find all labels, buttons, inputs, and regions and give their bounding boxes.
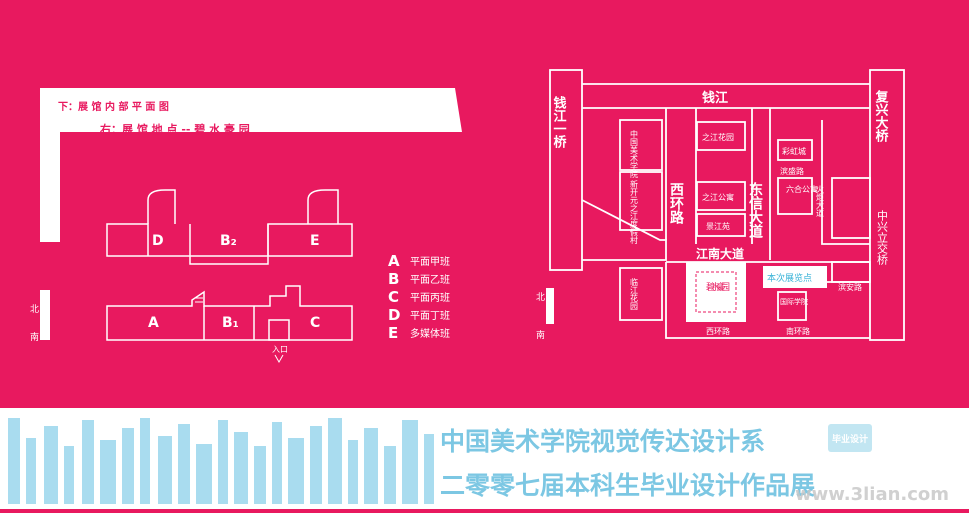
room-A: A [148, 315, 159, 331]
room-D: D [152, 233, 164, 249]
block-caa: 中国美术学院 [630, 129, 639, 179]
block-xinkaiyuan: 新开元之江度假村 [630, 179, 639, 244]
floorplan-upper [106, 189, 353, 265]
entrance-arrow-icon [274, 354, 284, 364]
bottom-banner: 中国美术学院视觉传达设计系 二零零七届本科生毕业设计作品展 毕业设计 www.3… [0, 408, 969, 509]
road-nanhuan: 南环路 [786, 326, 810, 336]
block-zhijiang-apt: 之江公寓 [702, 192, 734, 202]
svg-text:平面乙班: 平面乙班 [410, 274, 450, 286]
floorplan-south: 南 [30, 331, 39, 343]
block-jingjiang: 景江苑 [706, 221, 730, 231]
road-binan: 滨安路 [838, 282, 862, 292]
exhibit-tag: 本次展览点 [767, 272, 812, 284]
block-linjiang: 临江花园 [630, 277, 639, 311]
road-huoju: 火炬大道 [816, 185, 825, 218]
room-B2: B₂ [220, 233, 237, 249]
bridge-fuxing: 复兴大桥 [873, 89, 890, 143]
road-binsheng: 滨盛路 [780, 166, 804, 176]
banner-title-1: 中国美术学院视觉传达设计系 [440, 427, 765, 456]
caption-band: 下：展 馆 内 部 平 面 图 右：展 馆 地 点 -- 碧 水 豪 园 [40, 88, 462, 242]
svg-text:平面丙班: 平面丙班 [410, 292, 450, 304]
badge-text: 毕业设计 [832, 433, 868, 445]
entrance-label: 入口 [272, 345, 288, 354]
svg-text:B: B [388, 270, 399, 288]
map-south: 南 [536, 329, 545, 341]
legend-item-c: C 平面丙班 [388, 288, 450, 306]
caption-line-2: 右：展 馆 地 点 -- 碧 水 豪 园 [99, 122, 250, 136]
bridge-zhongxing: 中兴立交桥 [876, 210, 889, 266]
decorative-stripes [8, 418, 434, 504]
graduation-badge-icon [828, 424, 872, 452]
legend-item-b: B 平面乙班 [388, 270, 450, 288]
floorplan-lower [106, 285, 353, 341]
room-B1: B₁ [222, 315, 239, 331]
road-jiangnan: 江南大道 [696, 246, 744, 261]
room-C: C [310, 315, 320, 331]
exhibition-site: 碧水豪园 [686, 262, 746, 322]
svg-text:平面丁班: 平面丁班 [410, 310, 450, 322]
exhibit-tag-box [763, 266, 827, 288]
road-dongxin: 东信大道 [747, 181, 763, 239]
map-north: 北 [536, 292, 545, 303]
floorplan-north: 北 [30, 304, 39, 315]
bridge-qianjiang: 钱江一桥 [551, 95, 567, 149]
legend-item-d: D 平面丁班 [388, 306, 450, 324]
location-map [549, 69, 905, 341]
block-caihong: 彩虹城 [782, 146, 806, 156]
road-qianjiang: 钱江 [702, 90, 728, 106]
banner-title-2: 二零零七届本科生毕业设计作品展 [440, 471, 815, 500]
svg-text:C: C [388, 288, 399, 306]
block-liuhe: 六合公寓 [786, 184, 818, 194]
room-E: E [310, 233, 320, 249]
road-xihuan-small: 西环路 [706, 326, 730, 336]
block-guoji: 国际学院 [780, 297, 808, 306]
svg-text:E: E [388, 324, 398, 342]
svg-text:D: D [388, 306, 400, 324]
block-bishui-1: 碧水豪园 [706, 281, 730, 293]
legend: A 平面甲班 B 平面乙班 C 平面丙班 D 平面丁班 E 多媒体班 [388, 252, 450, 342]
map-compass-icon [546, 288, 554, 324]
svg-text:A: A [388, 252, 400, 270]
svg-text:平面甲班: 平面甲班 [410, 256, 450, 268]
caption-line-1: 下：展 馆 内 部 平 面 图 [58, 100, 169, 113]
svg-text:多媒体班: 多媒体班 [410, 327, 450, 340]
legend-item-a: A 平面甲班 [388, 252, 450, 270]
legend-item-e: E 多媒体班 [388, 324, 450, 342]
block-zhijiang-garden: 之江花园 [702, 132, 734, 142]
road-xihuan: 西环路 [668, 182, 684, 224]
watermark: www.3lian.com [795, 484, 949, 505]
floorplan-compass-icon [40, 290, 50, 340]
